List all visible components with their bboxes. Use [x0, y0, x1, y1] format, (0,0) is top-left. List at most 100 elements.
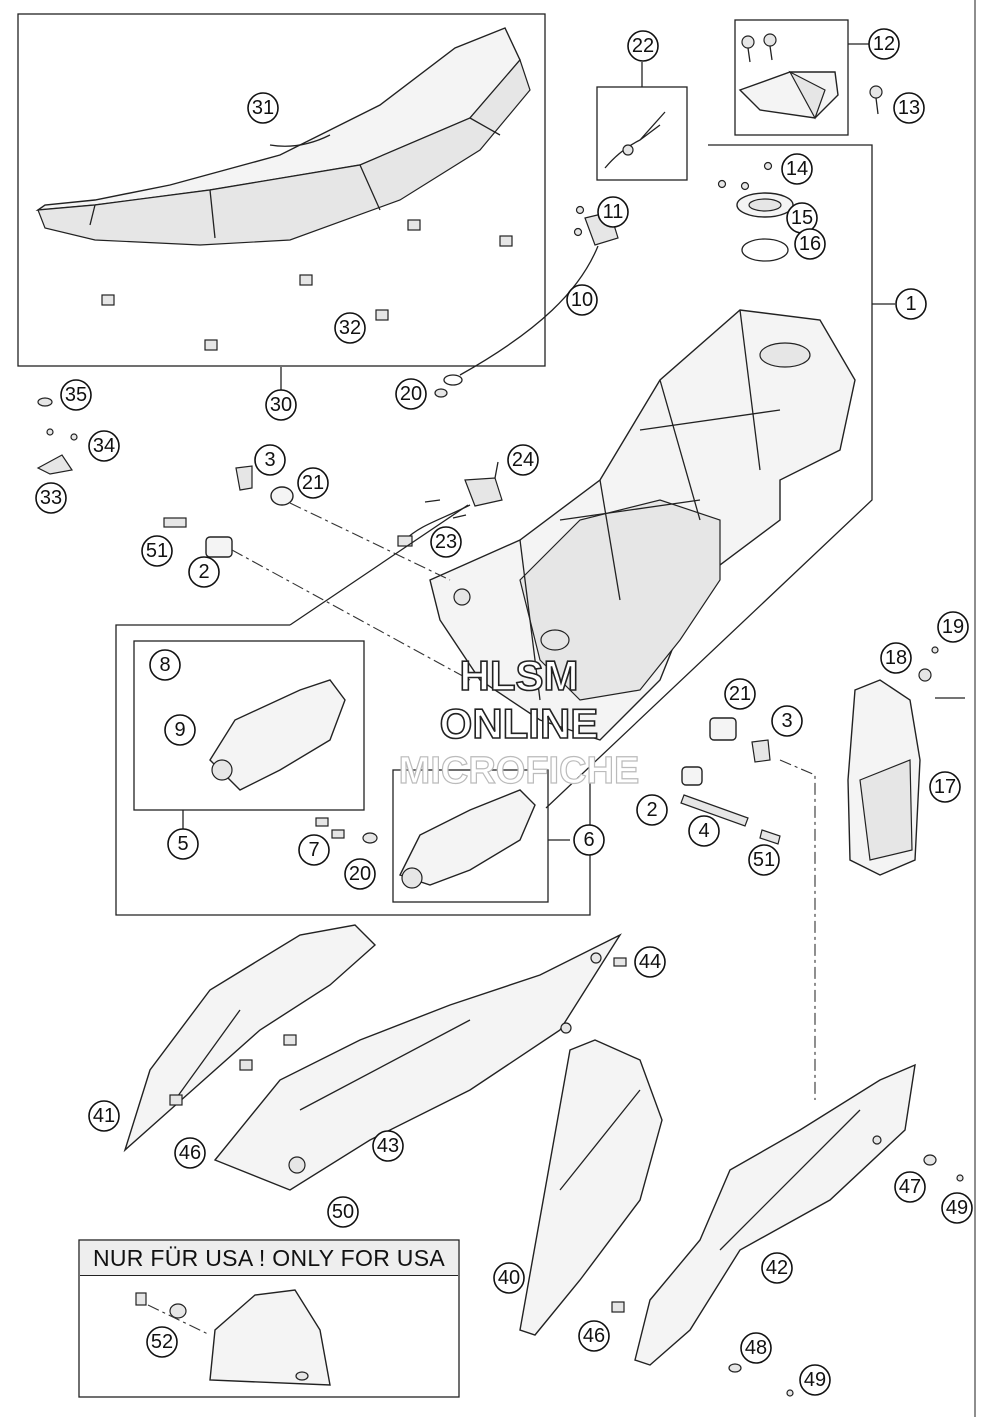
callout-13: 13 — [893, 92, 925, 124]
watermark: HLSM ONLINE MICROFICHE — [398, 651, 640, 792]
rear-mudguard — [847, 646, 965, 876]
svg-text:22: 22 — [632, 35, 654, 57]
svg-text:15: 15 — [791, 207, 813, 229]
callout-41: 41 — [88, 1100, 120, 1132]
usa-only-label: NUR FÜR USA ! ONLY FOR USA — [80, 1241, 458, 1276]
svg-text:43: 43 — [377, 1135, 399, 1157]
svg-text:35: 35 — [65, 384, 87, 406]
watermark-line1: HLSM — [460, 652, 579, 699]
svg-text:48: 48 — [745, 1337, 767, 1359]
svg-text:32: 32 — [339, 317, 361, 339]
svg-text:18: 18 — [885, 647, 907, 669]
callout-12: 12 — [868, 28, 900, 60]
svg-text:1: 1 — [905, 293, 916, 315]
callout-3a: 3 — [254, 444, 286, 476]
keys-box — [734, 19, 883, 136]
callout-24: 24 — [507, 444, 539, 476]
callout-7: 7 — [298, 834, 330, 866]
callout-51b: 51 — [748, 844, 780, 876]
callout-14: 14 — [781, 153, 813, 185]
fuel-cap-parts — [717, 161, 794, 262]
right-bushings — [680, 717, 816, 1100]
callout-1: 1 — [895, 288, 927, 320]
callout-49b: 49 — [799, 1364, 831, 1396]
callout-9: 9 — [164, 714, 196, 746]
callout-18: 18 — [880, 642, 912, 674]
callout-21a: 21 — [297, 467, 329, 499]
svg-text:11: 11 — [603, 201, 624, 223]
callout-47: 47 — [894, 1171, 926, 1203]
svg-text:33: 33 — [40, 487, 62, 509]
svg-text:16: 16 — [799, 233, 821, 255]
svg-text:40: 40 — [498, 1267, 520, 1289]
svg-text:13: 13 — [898, 97, 920, 119]
svg-text:9: 9 — [174, 719, 185, 741]
svg-text:14: 14 — [786, 158, 808, 180]
callout-2b: 2 — [636, 794, 668, 826]
frame-outline — [545, 144, 873, 809]
fuel-tank-subframe — [429, 309, 856, 741]
svg-text:51: 51 — [753, 849, 775, 871]
callout-44: 44 — [634, 946, 666, 978]
callout-21b: 21 — [724, 678, 756, 710]
svg-text:24: 24 — [512, 449, 534, 471]
svg-text:3: 3 — [264, 449, 275, 471]
callout-20b: 20 — [344, 858, 376, 890]
callout-42: 42 — [761, 1252, 793, 1284]
callout-34: 34 — [88, 430, 120, 462]
svg-text:12: 12 — [873, 33, 895, 55]
callout-49a: 49 — [941, 1192, 973, 1224]
callout-11: 11 — [597, 196, 629, 228]
callout-22: 22 — [627, 30, 659, 62]
svg-text:2: 2 — [198, 561, 209, 583]
callout-50: 50 — [327, 1196, 359, 1228]
callout-35: 35 — [60, 379, 92, 411]
svg-text:7: 7 — [308, 839, 319, 861]
callout-48: 48 — [740, 1332, 772, 1364]
callout-23: 23 — [430, 526, 462, 558]
svg-text:47: 47 — [899, 1176, 921, 1198]
callout-10: 10 — [566, 284, 598, 316]
svg-text:46: 46 — [583, 1325, 605, 1347]
callout-51a: 51 — [141, 535, 173, 567]
callout-30: 30 — [265, 389, 297, 421]
watermark-line2: ONLINE — [440, 700, 599, 747]
callout-2a: 2 — [188, 556, 220, 588]
callout-46b: 46 — [578, 1320, 610, 1352]
connector-part — [397, 461, 503, 547]
svg-text:3: 3 — [781, 710, 792, 732]
svg-text:21: 21 — [729, 683, 751, 705]
svg-text:44: 44 — [639, 951, 661, 973]
svg-text:49: 49 — [946, 1197, 968, 1219]
left-bushings — [163, 465, 471, 681]
svg-text:5: 5 — [177, 833, 188, 855]
callout-46a: 46 — [174, 1137, 206, 1169]
svg-text:20: 20 — [400, 383, 422, 405]
callout-4: 4 — [688, 815, 720, 847]
svg-text:50: 50 — [332, 1201, 354, 1223]
side-panels — [123, 924, 964, 1397]
svg-text:30: 30 — [270, 394, 292, 416]
chain-guide-box — [115, 504, 591, 916]
svg-text:19: 19 — [942, 616, 964, 638]
svg-text:17: 17 — [934, 776, 956, 798]
watermark-line3: MICROFICHE — [399, 750, 640, 792]
svg-text:2: 2 — [646, 799, 657, 821]
seat-assembly-box — [17, 13, 546, 390]
usa-only-box — [78, 1239, 460, 1398]
svg-text:34: 34 — [93, 435, 115, 457]
svg-text:49: 49 — [804, 1369, 826, 1391]
callout-43: 43 — [372, 1130, 404, 1162]
callout-6: 6 — [573, 824, 605, 856]
svg-text:52: 52 — [151, 1331, 173, 1353]
callout-3b: 3 — [771, 705, 803, 737]
callout-20a: 20 — [395, 378, 427, 410]
svg-text:51: 51 — [146, 540, 168, 562]
svg-text:20: 20 — [349, 863, 371, 885]
callout-5: 5 — [167, 828, 199, 860]
callout-19: 19 — [937, 611, 969, 643]
callout-31: 31 — [247, 92, 279, 124]
callout-16: 16 — [794, 228, 826, 260]
callout-17: 17 — [929, 771, 961, 803]
